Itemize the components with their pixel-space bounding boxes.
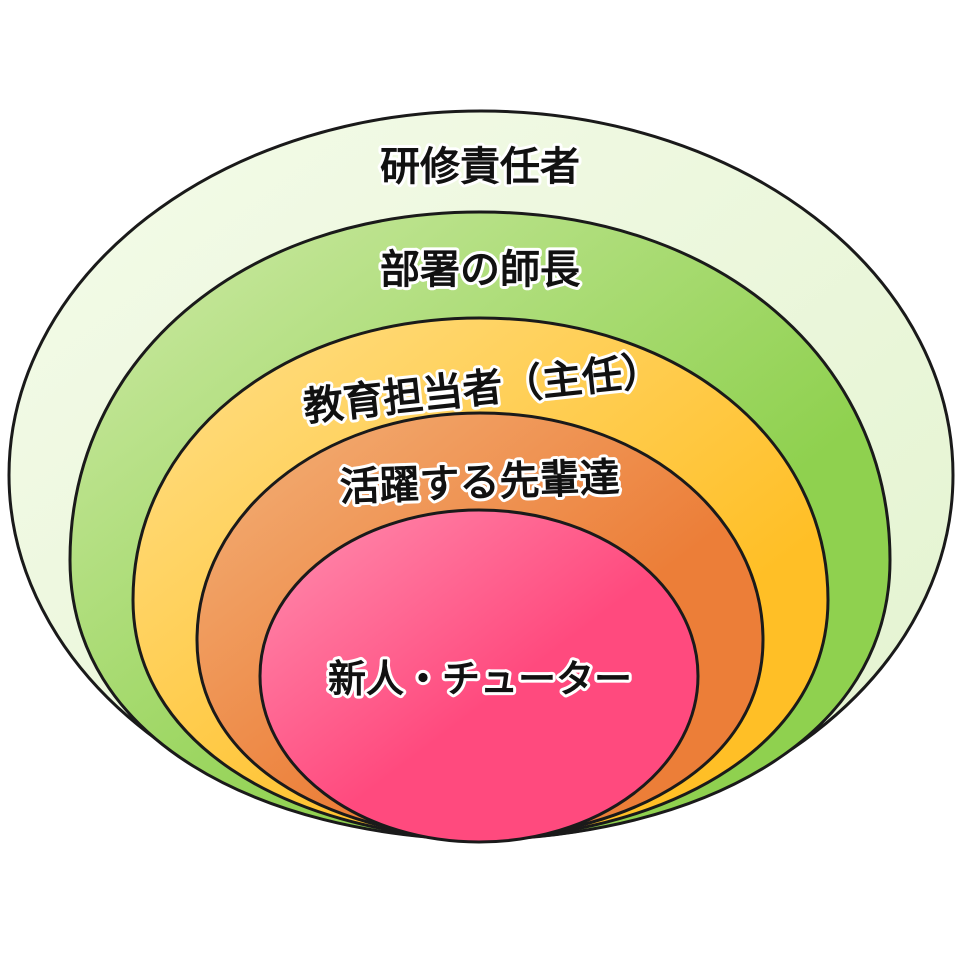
label-newcomer-tutor: 新人・チューター	[328, 657, 632, 701]
label-training-manager: 研修責任者	[380, 144, 580, 190]
label-active-seniors: 活躍する先輩達	[339, 455, 620, 511]
ring-newcomer-tutor	[258, 508, 700, 844]
label-department-head: 部署の師長	[380, 247, 581, 293]
